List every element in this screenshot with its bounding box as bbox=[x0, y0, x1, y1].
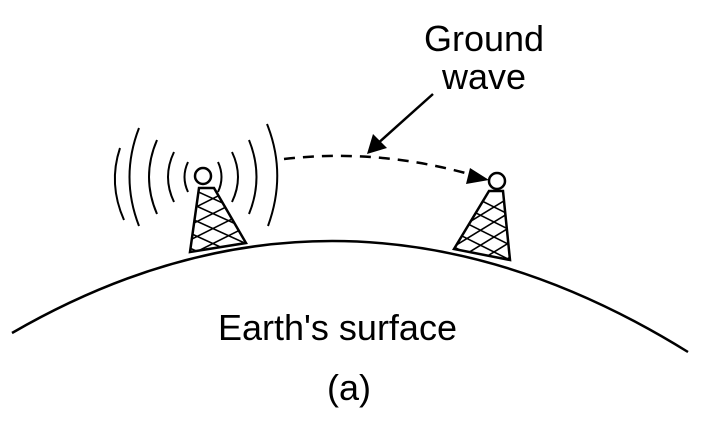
ground-wave-label-line2: wave bbox=[442, 56, 527, 97]
ground-wave-label: Ground wave bbox=[424, 20, 544, 96]
transmitter-tower bbox=[188, 166, 248, 254]
label-pointer-line bbox=[375, 93, 434, 146]
earth-surface-label: Earth's surface bbox=[218, 307, 457, 348]
receiver-tower bbox=[452, 171, 512, 262]
transmitter-antenna-tip bbox=[193, 166, 213, 186]
ground-wave-arrowhead bbox=[466, 168, 489, 184]
label-pointer-arrowhead bbox=[367, 134, 387, 154]
earth-surface-arc bbox=[11, 239, 689, 354]
ground-wave-path bbox=[283, 154, 477, 178]
figure-caption: (a) bbox=[327, 367, 371, 408]
radiation-arcs bbox=[113, 123, 279, 227]
ground-wave-label-line1: Ground bbox=[424, 18, 545, 59]
receiver-antenna-tip bbox=[487, 171, 507, 191]
